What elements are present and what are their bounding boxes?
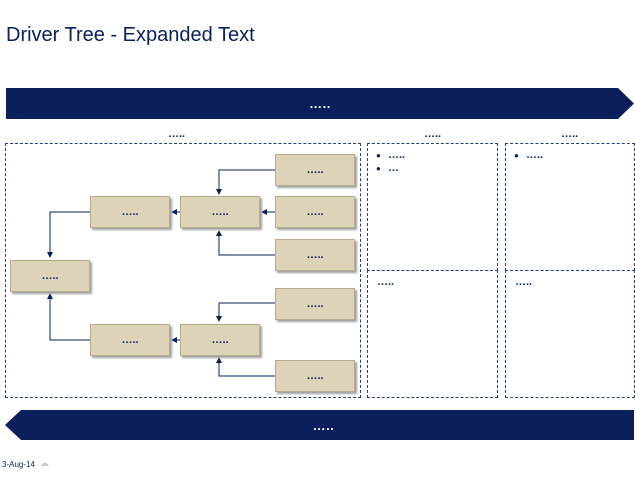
- tree-level1-node: …..: [90, 324, 170, 356]
- tree-leaf-node: …..: [275, 196, 355, 228]
- column-header-tree: …..: [168, 128, 186, 140]
- tree-leaf-node: …..: [275, 288, 355, 320]
- tree-level1-node: …..: [90, 196, 170, 228]
- column-header-right: …..: [561, 128, 579, 140]
- middle-bottom-panel: [367, 270, 498, 398]
- middle-bottom-text: …..: [377, 276, 395, 288]
- left-arrow-shape: [5, 410, 634, 440]
- right-top-panel: [505, 143, 635, 271]
- tree-root-node: …..: [10, 260, 90, 292]
- footer-date: 3-Aug-14: [2, 460, 35, 469]
- right-bottom-panel: [505, 270, 635, 398]
- page-title: Driver Tree - Expanded Text: [6, 24, 255, 46]
- right-bottom-text: …..: [515, 276, 533, 288]
- tree-leaf-node: …..: [275, 239, 355, 271]
- tree-level2-node: …..: [180, 196, 260, 228]
- bullet-item: …..: [514, 149, 543, 162]
- tree-leaf-node: …..: [275, 360, 355, 392]
- tree-level2-node: …..: [180, 324, 260, 356]
- top-banner-label: …..: [309, 96, 331, 111]
- bottom-banner-arrow: …..: [5, 410, 634, 440]
- bullet-item: …..: [376, 149, 405, 162]
- bottom-banner-label: …..: [312, 417, 335, 433]
- right-arrow-shape: [6, 88, 634, 119]
- tree-panel: [5, 143, 361, 398]
- right-top-bullet-list: …..: [514, 149, 543, 162]
- tree-leaf-node: …..: [275, 154, 355, 186]
- footer-logo-icon: ☁: [40, 458, 49, 468]
- bullet-item: …: [376, 162, 405, 175]
- top-banner-arrow: …..: [6, 88, 634, 119]
- middle-top-bullet-list: ….. …: [376, 149, 405, 175]
- column-header-middle: …..: [424, 128, 442, 140]
